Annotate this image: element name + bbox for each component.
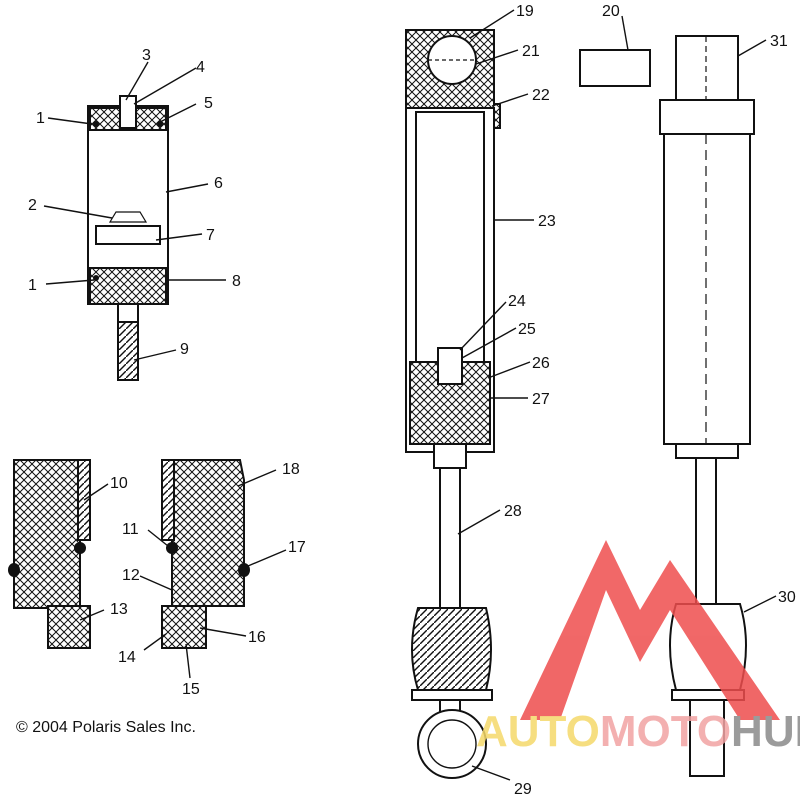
main-shock-assembly bbox=[405, 29, 501, 779]
callout-15: 15 bbox=[182, 681, 200, 698]
watermark-text: AUTOMOTOHUB bbox=[476, 707, 800, 756]
callout-9: 9 bbox=[180, 341, 189, 358]
callout-2: 2 bbox=[28, 197, 37, 214]
callout-21: 21 bbox=[522, 43, 540, 60]
callout-17: 17 bbox=[288, 539, 306, 556]
fill-valve bbox=[119, 95, 137, 129]
collar bbox=[659, 99, 755, 135]
callout-25: 25 bbox=[518, 321, 536, 338]
callout-8: 8 bbox=[232, 273, 241, 290]
o-ring-top-right bbox=[157, 121, 163, 127]
callout-27: 27 bbox=[532, 391, 550, 408]
outer-o-ring-left bbox=[8, 563, 20, 577]
body bbox=[663, 133, 751, 445]
shaft bbox=[439, 467, 461, 609]
right-shock-assembly bbox=[659, 35, 755, 777]
upper-mount bbox=[675, 35, 739, 101]
callout-1-upper: 1 bbox=[36, 110, 45, 127]
o-ring-top bbox=[93, 121, 99, 127]
reservoir-hose bbox=[117, 321, 139, 381]
callout-labels: 1 2 3 4 5 6 7 1 8 9 10 11 12 13 14 15 16… bbox=[28, 3, 796, 796]
callout-30: 30 bbox=[778, 589, 796, 606]
lower-collar bbox=[675, 443, 739, 459]
callout-6: 6 bbox=[214, 175, 223, 192]
section-left-boss bbox=[47, 605, 91, 649]
seal-head bbox=[433, 443, 467, 469]
spacer bbox=[579, 49, 651, 87]
leader-lines bbox=[43, 9, 777, 781]
o-ring-bottom bbox=[93, 275, 99, 281]
callout-11: 11 bbox=[122, 521, 139, 538]
copyright-text: © 2004 Polaris Sales Inc. bbox=[16, 719, 196, 736]
callout-10: 10 bbox=[110, 475, 128, 492]
callout-14: 14 bbox=[118, 649, 136, 666]
callout-3: 3 bbox=[142, 47, 151, 64]
watermark-text-part-a: AUTO bbox=[476, 707, 600, 756]
callout-20: 20 bbox=[602, 3, 620, 20]
piston-nut bbox=[437, 347, 463, 385]
callout-19: 19 bbox=[516, 3, 534, 20]
callout-18: 18 bbox=[282, 461, 300, 478]
right-shaft bbox=[695, 457, 717, 609]
shock-bore bbox=[415, 111, 485, 363]
section-right-boss bbox=[161, 605, 207, 649]
callout-13: 13 bbox=[110, 601, 128, 618]
callout-12: 12 bbox=[122, 567, 140, 584]
reservoir-bottom-cap bbox=[89, 267, 167, 305]
bump-stop-washer bbox=[411, 689, 493, 701]
bump-stop bbox=[411, 607, 492, 691]
callout-24: 24 bbox=[508, 293, 526, 310]
callout-28: 28 bbox=[504, 503, 522, 520]
callout-7: 7 bbox=[206, 227, 215, 244]
callout-23: 23 bbox=[538, 213, 556, 230]
callout-31: 31 bbox=[770, 33, 788, 50]
seal-right bbox=[166, 542, 178, 554]
lower-eyelet-hole bbox=[427, 719, 477, 769]
callout-26: 26 bbox=[532, 355, 550, 372]
callout-4: 4 bbox=[196, 59, 205, 76]
section-left-half bbox=[13, 459, 81, 609]
watermark-text-part-c: HUB bbox=[731, 707, 800, 756]
watermark-logo bbox=[520, 540, 780, 720]
watermark: AUTOMOTOHUB bbox=[476, 540, 800, 756]
seal-left bbox=[74, 542, 86, 554]
callout-22: 22 bbox=[532, 87, 550, 104]
bushing-right bbox=[161, 459, 175, 541]
callout-1-lower: 1 bbox=[28, 277, 37, 294]
floating-piston bbox=[95, 225, 161, 245]
lower-rod bbox=[689, 699, 725, 777]
watermark-text-part-b: MOTO bbox=[600, 707, 731, 756]
hose-fitting bbox=[117, 303, 139, 323]
outer-o-ring-right bbox=[238, 563, 250, 577]
reservoir-assembly bbox=[87, 95, 169, 381]
bearing-cross-section bbox=[8, 459, 250, 649]
section-right-half bbox=[171, 459, 245, 607]
callout-29: 29 bbox=[514, 781, 532, 796]
callout-16: 16 bbox=[248, 629, 266, 646]
callout-5: 5 bbox=[204, 95, 213, 112]
piston-seal bbox=[108, 211, 148, 223]
